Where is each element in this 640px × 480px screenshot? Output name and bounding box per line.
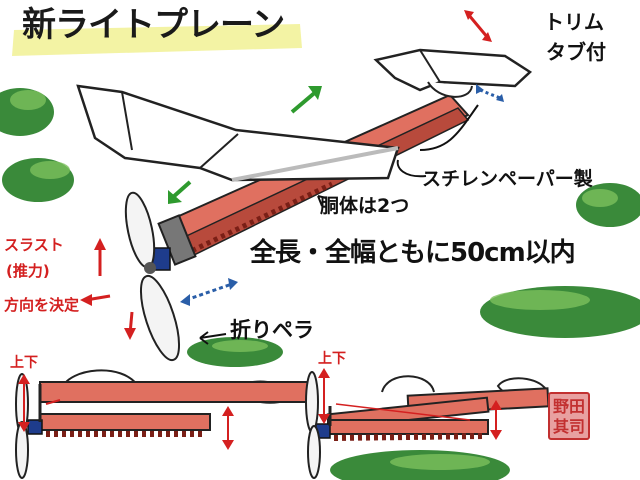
label-folding-propeller: 折りペラ <box>230 318 314 342</box>
bush-bottom-center <box>330 450 510 480</box>
label-size-limit: 全長・全幅ともに50cm以内 <box>250 238 576 268</box>
red-arrow-thrust-left <box>80 294 111 306</box>
pointer-arrow-styrene <box>396 159 427 178</box>
tail-wing <box>373 48 533 98</box>
blue-arrow-tail <box>476 84 504 102</box>
red-arrow-thrust-down <box>124 311 136 340</box>
side-view-left <box>15 369 311 479</box>
label-two-bodies: 胴体は2つ <box>320 195 410 217</box>
title-highlight <box>12 24 302 56</box>
bush-right-top <box>576 183 640 227</box>
pointer-arrow-trim <box>419 104 479 151</box>
side-view-right <box>305 368 550 479</box>
seal-line-2: 其司 <box>552 417 585 436</box>
label-styrene-paper: スチレンペーパー製 <box>422 168 593 190</box>
label-updown-left: 上下 <box>10 355 38 371</box>
label-thrust-direction: 方向を決定 <box>4 296 80 314</box>
bush-right-bottom <box>480 286 640 338</box>
page-title: 新ライトプレーン <box>22 5 285 45</box>
label-tab-attached: タブ付 <box>546 40 606 64</box>
artist-seal: 野田 其司 <box>548 392 590 440</box>
bush-top-left <box>0 88 54 136</box>
red-arrow-thrust-up <box>94 238 106 276</box>
red-arrow-tail <box>464 10 492 42</box>
label-thrust: スラスト <box>4 236 64 254</box>
pointer-arrow-body <box>317 195 327 207</box>
bush-center-low <box>187 337 283 367</box>
green-arrow-bottom <box>168 180 192 204</box>
seal-line-1: 野田 <box>552 397 585 416</box>
main-wing <box>76 84 400 182</box>
label-thrust-paren: (推力) <box>6 262 50 280</box>
label-trim: トリム <box>544 10 604 34</box>
main-propeller <box>124 191 181 362</box>
bush-mid-left <box>2 158 74 202</box>
label-updown-right: 上下 <box>318 351 346 367</box>
pointer-arrow-fold <box>199 331 227 345</box>
green-arrow-top <box>290 86 322 114</box>
blue-arrow-nose <box>180 278 238 306</box>
